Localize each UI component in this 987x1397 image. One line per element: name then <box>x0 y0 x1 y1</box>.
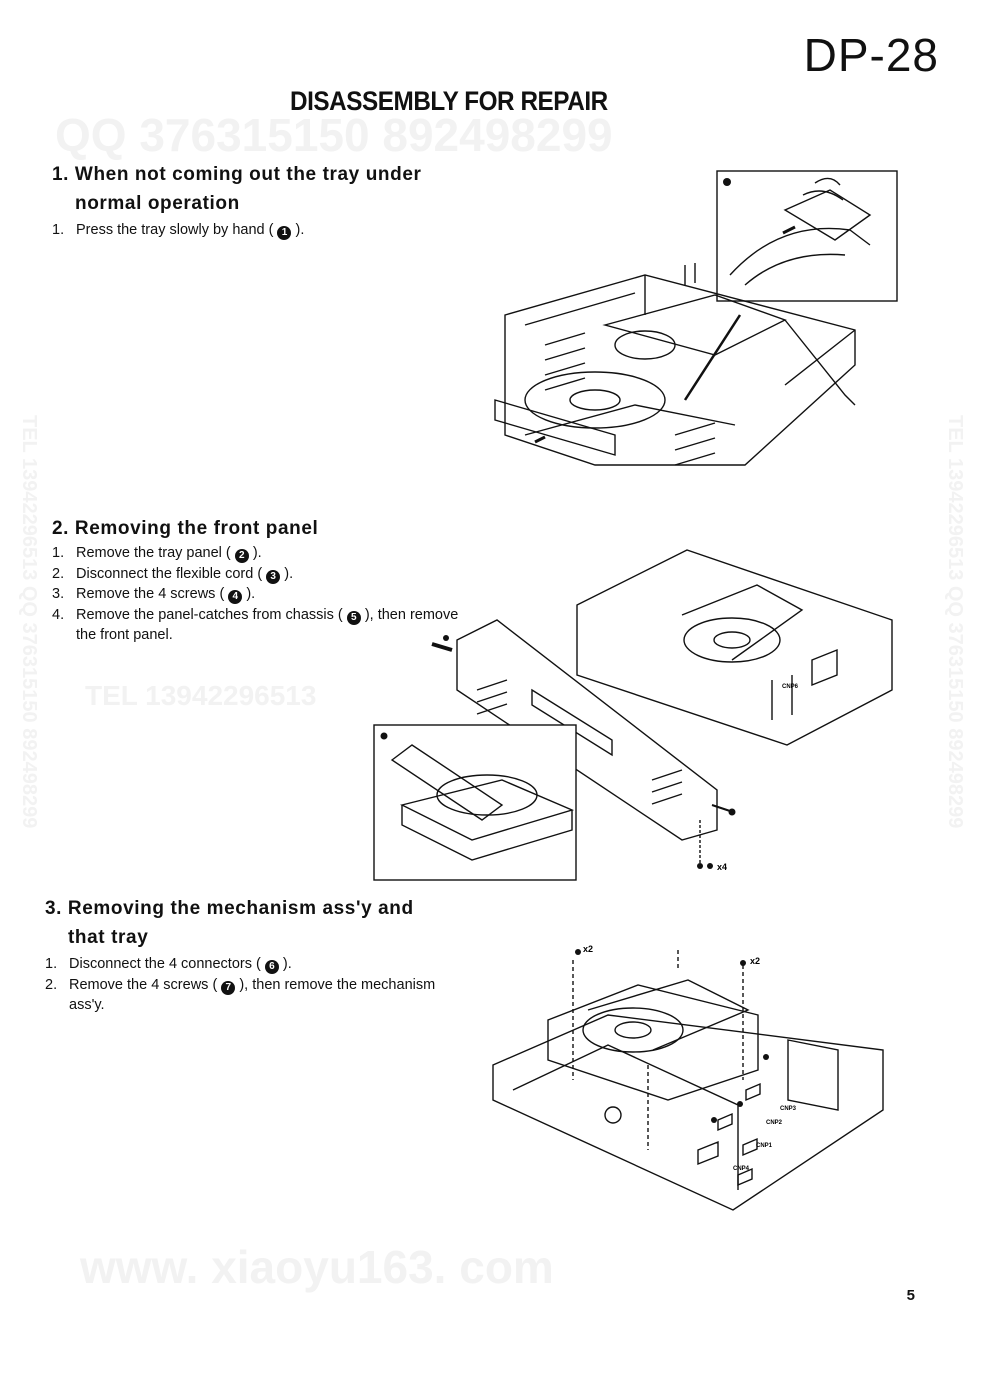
watermark-mid: TEL 13942296513 <box>85 680 317 711</box>
label-cnp3: CNP3 <box>780 1106 797 1112</box>
ref-marker: 6 <box>264 960 279 974</box>
figure-2-front-panel: x4 CNP6 <box>373 549 893 881</box>
section-2: 2. Removing the front panel 1.Remove the… <box>52 514 472 646</box>
step-item: 2.Disconnect the flexible cord ( 3 ). <box>52 565 294 584</box>
section-3-heading: 3. Removing the mechanism ass'y and that… <box>45 898 414 948</box>
watermark-bottom: www. xiaoyu163. com <box>80 1241 554 1293</box>
ref-marker: 2 <box>234 549 249 563</box>
label-cnp6: CNP6 <box>782 684 799 690</box>
step-item: 1.Remove the tray panel ( 2 ). <box>52 545 262 563</box>
ref-marker: 4 <box>228 590 243 604</box>
step-item: 1.Press the tray slowly by hand ( 1 ). <box>52 222 305 240</box>
ref-marker: 3 <box>266 569 281 584</box>
section-3: 3. Removing the mechanism ass'y and that… <box>45 894 455 1016</box>
step-item: 3.Remove the 4 screws ( 4 ). <box>52 586 256 604</box>
watermark-side-left: TEL 13942296513 QQ 376315150 892498299 <box>18 415 40 829</box>
label-x2-right: x2 <box>750 956 760 966</box>
watermark-side-right: TEL 13942296513 QQ 376315150 892498299 <box>944 415 966 829</box>
section-2-heading: 2. Removing the front panel <box>52 518 319 539</box>
step-item: 2.Remove the 4 screws ( 7 ), then remove… <box>45 976 436 1014</box>
step-item: 4.Remove the panel-catches from chassis … <box>52 606 459 644</box>
label-cnp4: CNP4 <box>733 1166 750 1172</box>
section-1-heading: 1. When not coming out the tray under no… <box>52 164 422 214</box>
figure-3-mechanism: x2 x2 CNP3 CNP2 CNP1 CNP4 <box>492 944 884 1211</box>
ref-marker: 1 <box>277 226 292 240</box>
section-1: 1. When not coming out the tray under no… <box>52 160 472 241</box>
ref-marker: 5 <box>346 610 361 625</box>
label-x2-left: x2 <box>583 944 593 954</box>
page-title: DISASSEMBLY FOR REPAIR <box>290 86 608 116</box>
label-cnp2: CNP2 <box>766 1120 783 1126</box>
label-x4: x4 <box>717 862 727 872</box>
label-cnp1: CNP1 <box>756 1143 773 1149</box>
page-number: 5 <box>906 1287 915 1304</box>
section-2-steps: 1.Remove the tray panel ( 2 ). 2.Disconn… <box>52 543 472 646</box>
ref-marker: 7 <box>221 980 236 995</box>
model-number: DP-28 <box>803 29 939 81</box>
figure-1-tray-press <box>494 170 898 466</box>
step-item: 1.Disconnect the 4 connectors ( 6 ). <box>45 956 292 974</box>
watermark-top: QQ 376315150 892498299 <box>55 109 613 161</box>
section-3-steps: 1.Disconnect the 4 connectors ( 6 ). 2.R… <box>45 954 455 1016</box>
section-1-steps: 1.Press the tray slowly by hand ( 1 ). <box>52 220 472 241</box>
